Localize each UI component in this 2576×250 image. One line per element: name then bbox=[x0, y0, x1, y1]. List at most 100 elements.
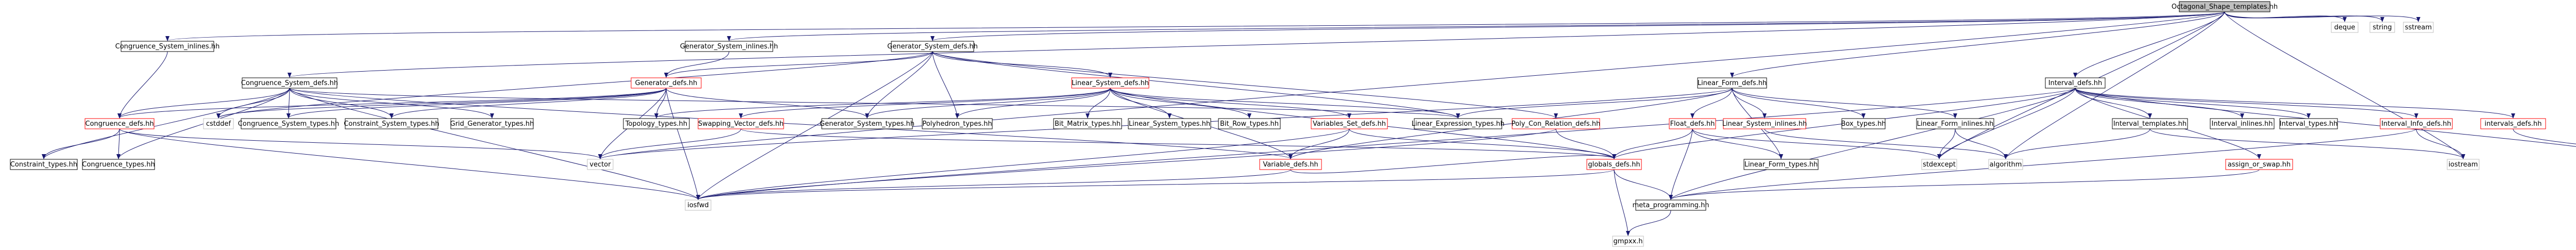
node-polyrel-defs[interactable]: Poly_Con_Relation_defs.hh bbox=[1512, 118, 1601, 129]
node-meta-prog[interactable]: meta_programming.hh bbox=[1632, 199, 1709, 211]
node-lsys-inl[interactable]: Linear_System_inlines.hh bbox=[1722, 118, 1807, 129]
edge-varset_defs-to-iosfwd bbox=[696, 128, 1350, 200]
node-lf-types[interactable]: Linear_Form_types.hh bbox=[1743, 159, 1819, 170]
node-float-defs[interactable]: Float_defs.hh bbox=[1669, 118, 1716, 129]
node-box bbox=[450, 118, 534, 129]
node-cs-defs[interactable]: Congruence_System_defs.hh bbox=[241, 77, 338, 89]
node-var-defs[interactable]: Variable_defs.hh bbox=[1259, 159, 1322, 170]
node-lf-defs[interactable]: Linear_Form_defs.hh bbox=[1697, 77, 1767, 89]
edge-swap_defs-to-vector bbox=[598, 128, 741, 159]
node-gs-types[interactable]: Generator_System_types.hh bbox=[820, 118, 914, 129]
edge-cong_defs-to-iosfwd bbox=[119, 128, 700, 200]
node-cstddef: cstddef bbox=[203, 118, 234, 129]
node-cong-types[interactable]: Constraint_types.hh bbox=[10, 159, 78, 170]
node-intervals-defs[interactable]: intervals_defs.hh bbox=[2480, 118, 2546, 129]
node-label: Congruence_defs.hh bbox=[85, 120, 154, 128]
node-label: algorithm bbox=[1990, 161, 2022, 169]
node-label: Generator_System_defs.hh bbox=[887, 43, 978, 51]
node-cs-types[interactable]: Congruence_System_types.hh bbox=[238, 118, 339, 129]
node-label: meta_programming.hh bbox=[1632, 202, 1709, 209]
node-ls-defs[interactable]: Linear_System_defs.hh bbox=[1071, 77, 1149, 89]
node-vector: vector bbox=[587, 159, 614, 170]
edge-varset_defs-to-var_defs bbox=[1289, 128, 1350, 159]
edge-assign_swap-to-meta_prog bbox=[1669, 169, 2260, 200]
node-label: Box_types.hh bbox=[1841, 120, 1886, 128]
edge-float_defs-to-lf_types bbox=[1692, 128, 1783, 159]
edge-globals_defs-to-gmpxx bbox=[1614, 169, 1630, 236]
node-label: stdexcept bbox=[1923, 161, 1956, 169]
node-gs-inl[interactable]: Generator_System_inlines.hh bbox=[680, 41, 778, 52]
edge-gs_defs-to-gs_types bbox=[865, 51, 933, 119]
node-grid-types[interactable]: Grid_Generator_types.hh bbox=[450, 118, 534, 129]
node-box bbox=[1414, 118, 1502, 129]
node-cong-defs[interactable]: Congruence_defs.hh bbox=[84, 118, 155, 129]
edge-ls_defs-to-bitr_types bbox=[1110, 88, 1251, 119]
edge-ls_defs-to-bitm_types bbox=[1086, 88, 1111, 119]
node-box bbox=[1697, 77, 1767, 89]
edge-ls_defs-to-varset_defs bbox=[1110, 88, 1351, 119]
node-label: Bit_Matrix_types.hh bbox=[1055, 120, 1121, 128]
edge-gen_defs-to-iosfwd bbox=[666, 88, 700, 200]
edge-int_defs-to-meta_prog bbox=[1669, 88, 2076, 200]
node-constrs-types[interactable]: Constraint_System_types.hh bbox=[344, 118, 439, 129]
node-lsys-types[interactable]: Linear_System_types.hh bbox=[1128, 118, 1211, 129]
node-box bbox=[242, 77, 337, 89]
node-box bbox=[2447, 159, 2480, 170]
node-label: iosfwd bbox=[687, 202, 709, 209]
node-congr-types[interactable]: Congruence_types.hh bbox=[82, 159, 155, 170]
node-lf-inl[interactable]: Linear_Form_inlines.hh bbox=[1916, 118, 1994, 129]
node-bitr-types[interactable]: Bit_Row_types.hh bbox=[1218, 118, 1281, 129]
node-label: gmpxx.h bbox=[1614, 238, 1643, 245]
edge-gen_defs-to-constrs_types bbox=[389, 88, 667, 119]
node-swap-defs[interactable]: Swapping_Vector_defs.hh bbox=[698, 118, 784, 129]
edge-root-to-sstream bbox=[2224, 11, 2420, 22]
node-label: Interval_defs.hh bbox=[2048, 79, 2103, 87]
node-assign-swap[interactable]: assign_or_swap.hh bbox=[2225, 159, 2293, 170]
node-varset-defs[interactable]: Variables_Set_defs.hh bbox=[1311, 118, 1388, 129]
node-int-tmpl[interactable]: Interval_templates.hh bbox=[2112, 118, 2188, 129]
node-string: string bbox=[2369, 22, 2395, 33]
node-int-info[interactable]: Interval_Info_defs.hh bbox=[2380, 118, 2453, 129]
node-iosfwd: iosfwd bbox=[685, 199, 711, 211]
node-box-types[interactable]: Box_types.hh bbox=[1841, 118, 1886, 129]
node-label: Linear_System_defs.hh bbox=[1072, 79, 1149, 87]
node-poly-types[interactable]: Polyhedron_types.hh bbox=[922, 118, 993, 129]
edge-swap_defs-to-globals_defs bbox=[740, 128, 1616, 159]
edge-cs_defs-to-cong_types bbox=[42, 88, 290, 159]
node-box bbox=[2045, 77, 2106, 89]
edge-var_defs-to-globals_defs bbox=[1290, 154, 1616, 174]
node-int-types[interactable]: Interval_types.hh bbox=[2279, 118, 2338, 129]
node-topo-types[interactable]: Topology_types.hh bbox=[623, 118, 690, 129]
node-box bbox=[1841, 118, 1886, 129]
edge-int_tmpl-to-algorithm bbox=[2004, 128, 2150, 159]
node-box bbox=[241, 118, 336, 129]
edge-root-to-gs_defs bbox=[930, 11, 2225, 41]
node-root[interactable]: Octagonal_Shape_templates.hh bbox=[2172, 1, 2278, 12]
node-label: Float_defs.hh bbox=[1670, 120, 1715, 128]
edge-int_defs-to-assert_hh bbox=[2075, 88, 2576, 147]
edge-float_defs-to-globals_defs bbox=[1612, 128, 1693, 159]
node-gs-defs[interactable]: Generator_System_defs.hh bbox=[887, 41, 978, 52]
edge-gen_defs-to-cong_defs bbox=[117, 88, 667, 119]
node-bitm-types[interactable]: Bit_Matrix_types.hh bbox=[1053, 118, 1122, 129]
node-box bbox=[1218, 118, 1281, 129]
node-int-inl[interactable]: Interval_inlines.hh bbox=[2210, 118, 2275, 129]
edge-int_defs-to-int_types bbox=[2075, 88, 2311, 119]
node-gen-defs[interactable]: Generator_defs.hh bbox=[631, 77, 702, 89]
node-label: Linear_Form_defs.hh bbox=[1698, 79, 1767, 87]
node-label: Linear_System_inlines.hh bbox=[1722, 120, 1807, 128]
node-box bbox=[1635, 199, 1706, 211]
edge-ls_defs-to-swap_defs bbox=[739, 88, 1111, 119]
node-int-defs[interactable]: Interval_defs.hh bbox=[2045, 77, 2106, 89]
edge-lf_defs-to-lf_inl bbox=[1732, 88, 1957, 119]
node-layer: Octagonal_Shape_templates.hhCongruence_S… bbox=[10, 1, 2546, 247]
edge-lf_defs-to-float_defs bbox=[1690, 88, 1733, 119]
node-globals-defs[interactable]: globals_defs.hh bbox=[1586, 159, 1642, 170]
edge-globals_defs-to-meta_prog bbox=[1614, 169, 1673, 200]
edge-gen_defs-to-gs_types bbox=[666, 88, 869, 119]
node-label: Variables_Set_defs.hh bbox=[1313, 120, 1386, 128]
edge-lf_defs-to-var_defs bbox=[1289, 88, 1733, 159]
node-oc-inl[interactable]: Congruence_System_inlines.hh bbox=[115, 41, 220, 52]
node-gmpxx: gmpxx.h bbox=[1612, 236, 1644, 247]
node-linexp-types[interactable]: Linear_Expression_types.hh bbox=[1412, 118, 1504, 129]
